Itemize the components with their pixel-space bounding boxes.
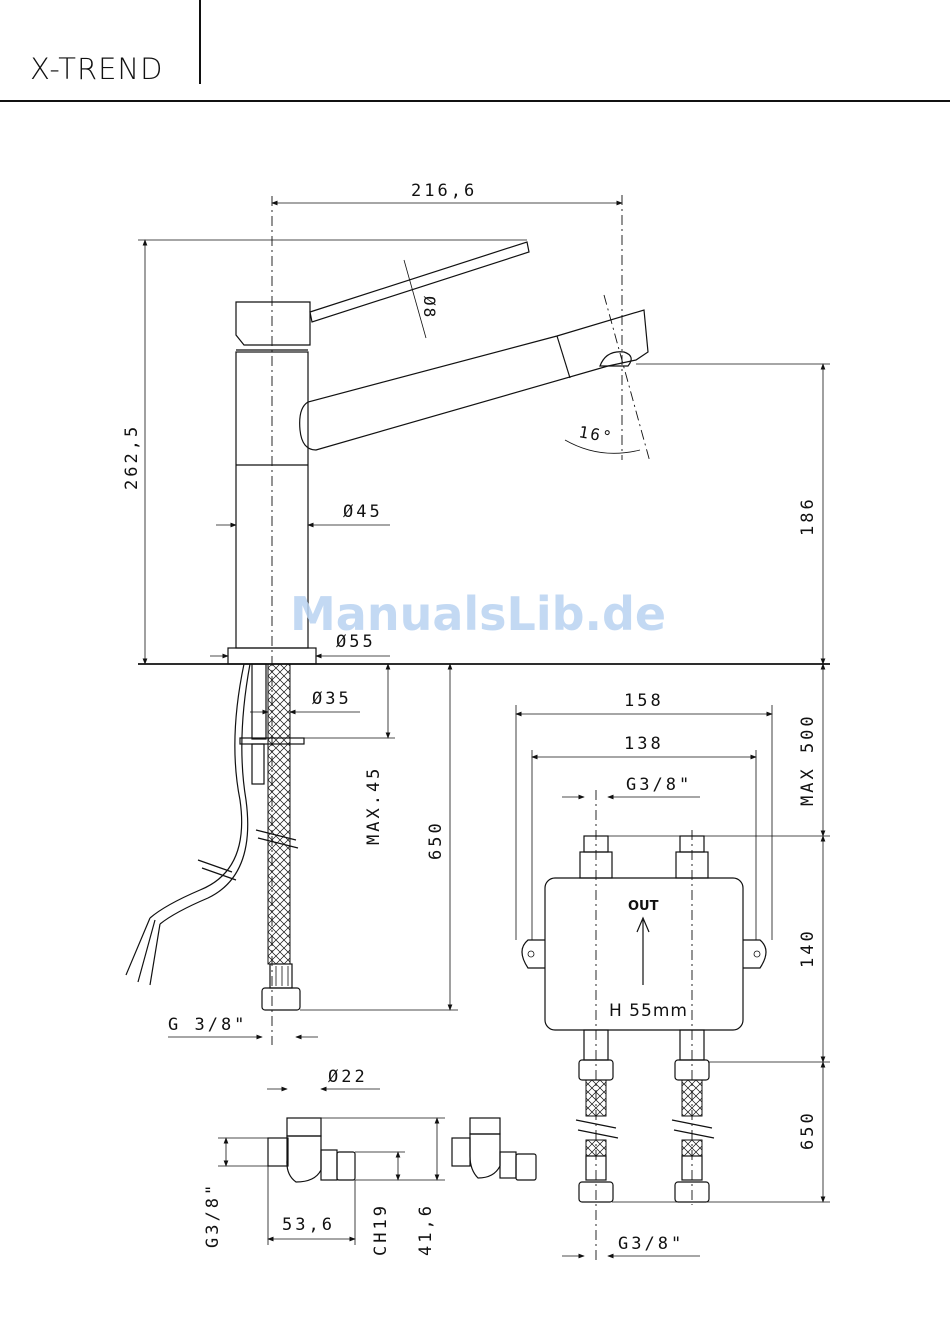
dim-base-diameter: Ø55	[336, 632, 376, 652]
dim-box-height: 140	[798, 928, 818, 968]
dim-max-deck: MAX.45	[364, 766, 384, 845]
dim-box-max: MAX 500	[798, 713, 818, 806]
dim-overall-reach: 216,6	[411, 181, 477, 201]
dim-valve-diameter: Ø22	[328, 1067, 368, 1087]
dim-valve-wrench: CH19	[371, 1203, 391, 1256]
dim-valve-thread: G3/8"	[203, 1182, 223, 1248]
label-box-height-note: H 55mm	[609, 1001, 688, 1021]
dim-spout-height: 186	[798, 496, 818, 536]
dim-valve-length: 53,6	[282, 1215, 335, 1235]
dim-box-outer-width: 158	[624, 691, 664, 711]
dim-box-inner-width: 138	[624, 734, 664, 754]
dim-lever-diameter: Ø8	[420, 296, 439, 319]
dim-spout-angle: 16°	[577, 422, 615, 447]
dim-hose-thread: G 3/8"	[168, 1015, 247, 1035]
valve-drawing	[268, 1118, 536, 1182]
dim-shank-diameter: Ø35	[312, 689, 352, 709]
dim-box-hose-length: 650	[798, 1110, 818, 1150]
dim-body-diameter: Ø45	[343, 502, 383, 522]
dim-overall-height: 262,5	[122, 424, 142, 490]
label-out: OUT	[628, 899, 659, 914]
mixing-box-drawing	[522, 790, 766, 1262]
dim-box-inlet-thread: G3/8"	[626, 775, 692, 795]
dim-valve-height: 41,6	[416, 1203, 436, 1256]
dim-box-outlet-thread: G3/8"	[618, 1234, 684, 1254]
dim-hose-length: 650	[426, 820, 446, 860]
mixing-box-dimensions	[516, 664, 830, 1256]
